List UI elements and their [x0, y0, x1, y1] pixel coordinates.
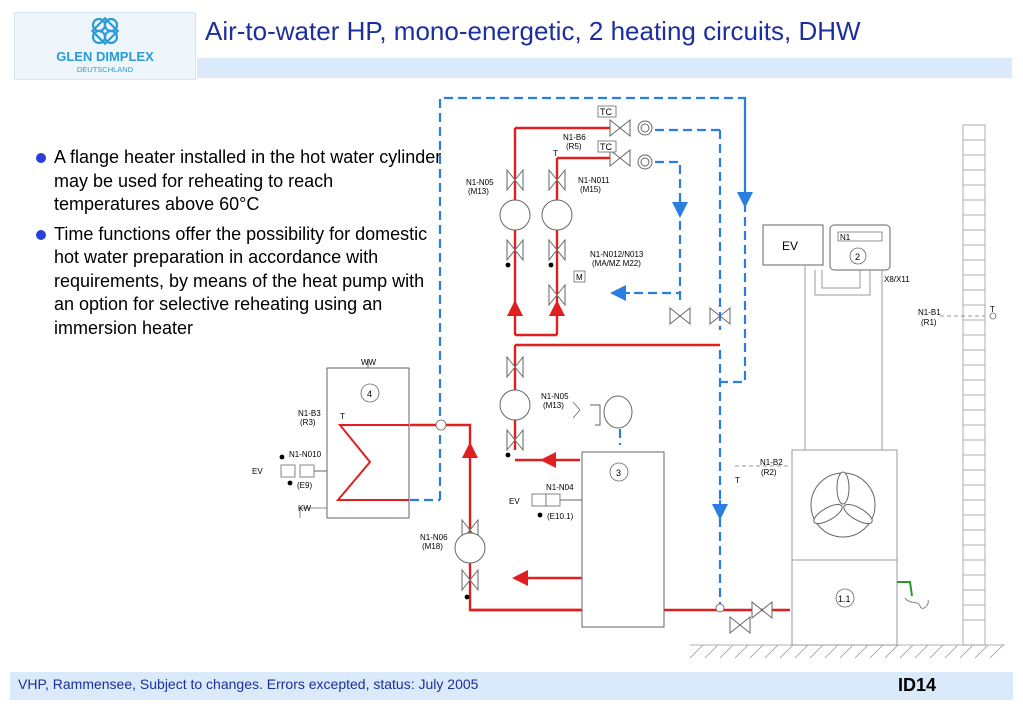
mixer-label: M: [576, 273, 583, 282]
buffer-num: 3: [616, 468, 621, 478]
safety-valve-icon: [590, 404, 601, 426]
sensor-label: N1-B1: [918, 308, 941, 317]
sensor-label: T: [340, 412, 345, 421]
cylinder-label: WW: [361, 358, 377, 367]
heater-label: (E10.1): [547, 512, 574, 521]
slide-id: ID14: [898, 675, 937, 695]
logo-line2: DEUTSCHLAND: [77, 65, 134, 74]
brick-wall: [962, 124, 986, 646]
controller-num-circle: [849, 247, 867, 265]
sensor-label: T: [735, 476, 740, 485]
sensor-label: N1-B3: [298, 409, 321, 418]
check-dot: [279, 454, 285, 460]
cylinder-num-circle: [360, 383, 380, 403]
glen-dimplex-logo-icon: GLEN DIMPLEX DEUTSCHLAND: [56, 16, 154, 74]
tc-label: TC: [600, 107, 612, 117]
expansion-vessel-icon: [603, 395, 633, 429]
footer-text: VHP, Rammensee, Subject to changes. Erro…: [18, 676, 479, 692]
fan-blades-icon: [813, 471, 873, 525]
pump-label: N1-N05: [541, 392, 569, 401]
mixer-label: N1-N012/N013: [590, 250, 644, 259]
check-dot: [505, 452, 511, 458]
pump-label: (M18): [422, 542, 443, 551]
check-dot: [537, 512, 543, 518]
sensor-icon: [715, 603, 725, 613]
title-underbar: [197, 58, 1012, 78]
sensor-label: (R1): [921, 318, 937, 327]
controller-num: 2: [855, 252, 860, 262]
sensor-label: (R2): [761, 468, 777, 477]
heat-exchanger-coil: [335, 424, 409, 501]
buffer-tank: [581, 451, 665, 628]
sensor-label: T: [990, 305, 995, 314]
terminal-label: X8/X11: [884, 275, 910, 284]
heater-label: EV: [252, 467, 263, 476]
cylinder-label: KW: [298, 504, 311, 513]
outdoor-sensor-icon: [989, 312, 997, 320]
cylinder-num: 4: [367, 389, 372, 399]
logo-line1: GLEN DIMPLEX: [56, 49, 154, 64]
buffer-num-circle: [609, 462, 629, 482]
heat-pump-num: 1.1: [838, 594, 851, 604]
heat-pump-num-circle: [835, 588, 855, 608]
flange-heater-box: [299, 464, 315, 478]
check-dot: [548, 262, 554, 268]
mixer-label: (MA/MZ M22): [592, 259, 641, 268]
bullet-item: A flange heater installed in the hot wat…: [34, 146, 444, 217]
sensor-label: (R5): [566, 142, 582, 151]
check-dot: [464, 594, 470, 600]
pump-label: N1-N05: [466, 178, 494, 187]
immersion-heater-box: [545, 493, 561, 507]
logo-box: GLEN DIMPLEX DEUTSCHLAND: [14, 12, 196, 80]
flange-heater-box: [280, 464, 296, 478]
pump-label: (M13): [468, 187, 489, 196]
hydraulic-diagram: TC TC N1-B6 (R5) T N1-N05 (M13) N1-N011 …: [252, 96, 1005, 659]
sensor-label: N1-B6: [563, 133, 586, 142]
sensor-label: N1-B2: [760, 458, 783, 467]
heater-label: (E9): [297, 481, 312, 490]
pump-icon: [499, 389, 531, 421]
controller-label: N1: [840, 233, 851, 242]
condensate-pipe: [897, 581, 913, 597]
check-dot: [505, 262, 511, 268]
mixer-motor-box: [573, 270, 586, 283]
pump-icon: [454, 532, 486, 564]
pump-label: (M13): [543, 401, 564, 410]
wiring: [804, 265, 985, 450]
controller-display: [837, 231, 883, 242]
page-title: Air-to-water HP, mono-energetic, 2 heati…: [205, 16, 861, 46]
ground-hatch: [689, 644, 1005, 659]
pump-icon: [541, 199, 573, 231]
heater-label: N1-N010: [289, 450, 322, 459]
sensor-label: (R3): [300, 418, 316, 427]
heater-label: EV: [509, 497, 520, 506]
bullet-item: Time functions offer the possibility for…: [34, 223, 444, 341]
pump-label: N1-N06: [420, 533, 448, 542]
pump-label: N1-N011: [578, 176, 610, 185]
immersion-heater-box: [531, 493, 547, 507]
pump-icon: [499, 199, 531, 231]
check-dot: [287, 480, 293, 486]
bullet-list: A flange heater installed in the hot wat…: [34, 146, 444, 346]
title-bar: [197, 12, 1012, 56]
sensor-label: T: [553, 149, 558, 158]
pump-label: (M15): [580, 185, 601, 194]
spring-icon: [572, 401, 581, 419]
footer-bar: [10, 672, 1013, 700]
valve-group-top: [506, 118, 731, 326]
cold-water-inlet: [299, 507, 327, 518]
tc-label: TC: [600, 142, 612, 152]
ev-label: EV: [782, 239, 798, 253]
tc-box: [597, 105, 617, 118]
ev-box: [762, 224, 824, 266]
heater-label: N1-N04: [546, 483, 574, 492]
tc-box: [597, 140, 617, 153]
sensor-icon: [435, 419, 447, 431]
drain-icon: [904, 597, 929, 609]
